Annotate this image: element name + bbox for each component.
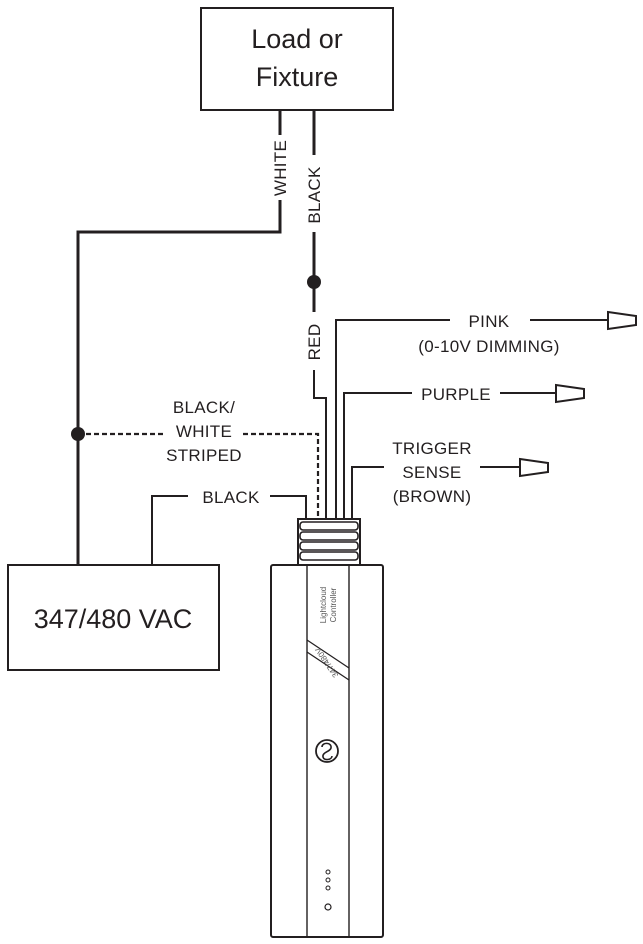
purple-wire-connector-icon	[555, 383, 585, 404]
controller-device: Lightcloud Controller 347/480V	[270, 564, 384, 938]
bw-wire-label-line3: STRIPED	[166, 446, 242, 465]
black-bottom-wire-label: BLACK	[202, 488, 260, 507]
device-brand-line1: Lightcloud	[319, 587, 328, 623]
device-brand-line2: Controller	[329, 587, 338, 622]
load-label-line1: Load or	[251, 24, 343, 54]
supply-label: 347/480 VAC	[34, 604, 193, 634]
red-wire-label: RED	[305, 324, 324, 361]
supply-box: 347/480 VAC	[7, 564, 220, 671]
bw-wire-label-line1: BLACK/	[173, 398, 235, 417]
black-supply-wire: BLACK	[151, 488, 307, 565]
red-wire: RED	[305, 282, 327, 520]
black-top-wire-label: BLACK	[305, 166, 324, 224]
status-led-icon	[324, 869, 332, 911]
trigger-wire-label: TRIGGER	[392, 439, 472, 458]
white-wire: WHITE	[76, 110, 290, 565]
trigger-wire-sublabel: SENSE	[402, 463, 461, 482]
bw-wire-label-line2: WHITE	[176, 422, 232, 441]
pink-wire-sublabel: (0-10V DIMMING)	[418, 337, 559, 356]
trigger-wire-sublabel-color: (BROWN)	[393, 487, 472, 506]
trigger-wire-connector-icon	[519, 457, 549, 478]
pink-wire-label: PINK	[469, 312, 510, 331]
lightcloud-logo-icon	[315, 739, 339, 763]
white-wire-label: WHITE	[271, 140, 290, 196]
purple-wire: PURPLE	[343, 383, 585, 520]
load-fixture-box: Load or Fixture	[200, 7, 394, 111]
pink-wire: PINK (0-10V DIMMING)	[335, 310, 637, 520]
junction-dot-left	[71, 427, 85, 441]
purple-wire-label: PURPLE	[421, 385, 491, 404]
pink-wire-connector-icon	[607, 310, 637, 331]
load-label-line2: Fixture	[256, 62, 339, 92]
black-white-striped-wire: BLACK/ WHITE STRIPED	[71, 398, 320, 520]
threaded-nipple	[297, 518, 361, 566]
black-load-wire: BLACK	[305, 110, 324, 289]
trigger-wire: TRIGGER SENSE (BROWN)	[351, 439, 549, 520]
